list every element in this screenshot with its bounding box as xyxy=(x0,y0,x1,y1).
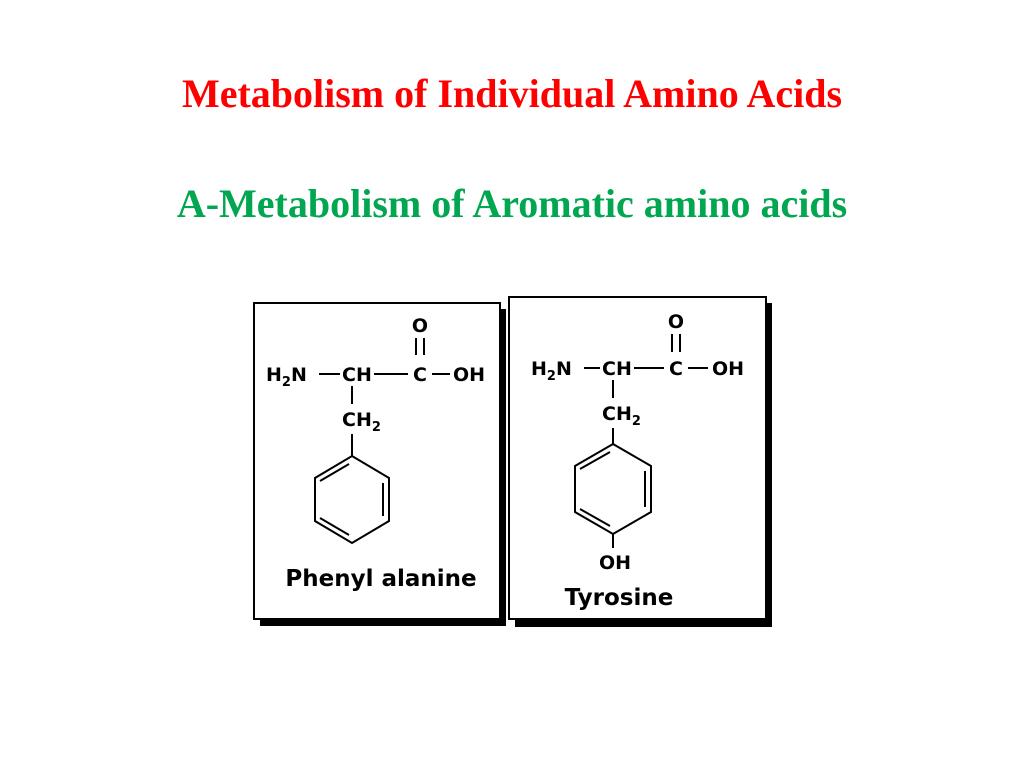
tyrosine-double-bond xyxy=(671,334,681,352)
phenylalanine-carbonyl-oxygen: O xyxy=(412,315,428,337)
tyrosine-alpha-carbon: CH xyxy=(602,358,632,380)
slide-subtitle: A-Metabolism of Aromatic amino acids xyxy=(176,181,848,226)
tyrosine-panel: O H2N CH C OH CH2 OH Tyrosine xyxy=(508,296,772,627)
phenylalanine-amino-group: H2N xyxy=(266,364,307,390)
phenylalanine-name: Phenyl alanine xyxy=(285,566,476,592)
slide-title: Metabolism of Individual Amino Acids xyxy=(181,71,843,116)
phenylalanine-alpha-carbon: CH xyxy=(342,364,372,386)
tyrosine-hydroxyl: OH xyxy=(712,358,744,380)
tyrosine-methylene: CH2 xyxy=(602,403,641,429)
tyrosine-amino-group: H2N xyxy=(531,358,572,384)
phenylalanine-hydroxyl: OH xyxy=(453,364,485,386)
phenylalanine-panel-frame xyxy=(253,302,501,620)
phenylalanine-methylene: CH2 xyxy=(342,409,381,435)
structures-figure: O H2N CH C OH CH2 Phenyl alanine xyxy=(253,296,772,627)
tyrosine-carbonyl-oxygen: O xyxy=(668,311,684,333)
tyrosine-ring-hydroxyl: OH xyxy=(599,552,631,574)
tyrosine-carboxyl-carbon: C xyxy=(669,358,683,380)
tyrosine-name: Tyrosine xyxy=(565,585,674,611)
benzene-ring xyxy=(314,454,390,545)
amino-acid-structures: O H2N CH C OH CH2 Phenyl alanine xyxy=(248,292,778,628)
phenylalanine-carboxyl-carbon: C xyxy=(413,364,427,386)
phenylalanine-double-bond xyxy=(415,338,425,355)
phenylalanine-panel: O H2N CH C OH CH2 Phenyl alanine xyxy=(253,302,506,626)
